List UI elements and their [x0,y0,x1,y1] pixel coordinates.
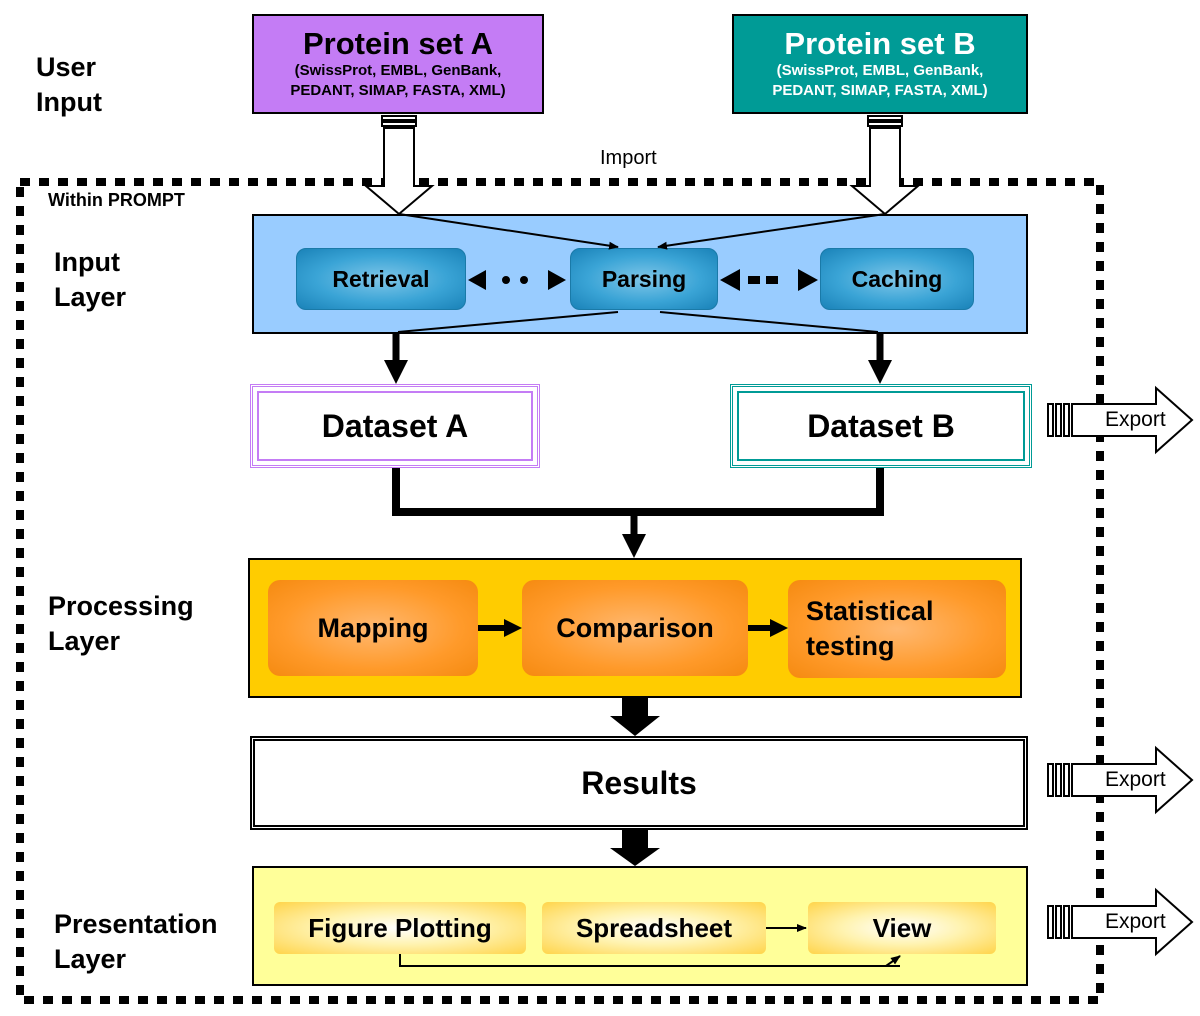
results-to-presentation-arrow [610,830,660,866]
export-label-datasets: Export [1105,408,1166,431]
import-arrow-a [363,115,435,216]
processing-to-results-arrow [610,698,660,736]
presentation-layer-label: Presentation Layer [54,907,218,977]
protein-set-a-formats-line2: PEDANT, SIMAP, FASTA, XML) [290,82,506,99]
import-b-to-parsing-arrow [657,213,886,250]
figure-plotting-to-view-arrowhead [885,955,901,967]
comparison-to-statistical-arrow [748,619,788,637]
merge-to-processing-arrowhead [622,534,646,558]
arrow-to-dataset-b [868,334,892,384]
dataset-b-box: Dataset B [730,384,1032,468]
parsing-to-dataset-a-line [397,311,619,333]
figure-plotting-to-view-line [399,954,900,967]
presentation-layer-label-line2: Layer [54,944,127,974]
export-label-presentation: Export [1105,910,1166,933]
caching-module: Caching [820,248,974,310]
processing-layer-label-line2: Layer [48,626,121,656]
protein-set-a-box: Protein set A (SwissProt, EMBL, GenBank,… [252,14,544,114]
protein-set-a-title: Protein set A [302,26,494,61]
import-a-to-parsing-arrow [398,213,619,250]
presentation-layer-label-line1: Presentation [54,909,218,939]
input-layer-label-line2: Layer [54,282,127,312]
parsing-module: Parsing [570,248,718,310]
comparison-module: Comparison [522,580,748,676]
retrieval-module: Retrieval [296,248,466,310]
mapping-module: Mapping [268,580,478,676]
statistical-testing-line2: testing [806,631,895,661]
datasets-merge-line [392,468,884,516]
dataset-a-box: Dataset A [250,384,540,468]
within-prompt-frame [16,178,1104,1004]
processing-layer-label: Processing Layer [48,589,194,659]
protein-set-b-formats-line1: (SwissProt, EMBL, GenBank, [776,62,984,79]
user-input-label-line1: User [36,52,97,82]
import-arrow-b [849,115,921,216]
arrow-to-dataset-a [384,334,408,384]
mapping-to-comparison-arrow [478,619,522,637]
protein-set-b-box: Protein set B (SwissProt, EMBL, GenBank,… [732,14,1028,114]
view-module: View [808,902,996,954]
user-input-label-line2: Input [36,87,102,117]
parsing-to-dataset-b-line [659,311,879,333]
retrieval-parsing-link [468,270,566,290]
statistical-testing-module: Statistical testing [788,580,1006,678]
export-arrow-presentation [1047,887,1194,957]
statistical-testing-line1: Statistical [806,596,934,626]
input-layer-label-line1: Input [54,247,120,277]
figure-plotting-module: Figure Plotting [274,902,526,954]
export-arrow-results [1047,745,1194,815]
export-label-results: Export [1105,768,1166,791]
protein-set-a-formats-line1: (SwissProt, EMBL, GenBank, [294,62,502,79]
import-label: Import [600,147,657,169]
protein-set-b-formats-line2: PEDANT, SIMAP, FASTA, XML) [772,82,988,99]
protein-set-b-title: Protein set B [784,26,976,61]
parsing-caching-link [720,269,818,291]
input-layer-label: Input Layer [54,245,126,315]
spreadsheet-module: Spreadsheet [542,902,766,954]
user-input-label: User Input [36,50,102,120]
results-box: Results [250,736,1028,830]
processing-layer-label-line1: Processing [48,591,194,621]
within-prompt-label: Within PROMPT [48,190,185,210]
export-arrow-datasets [1047,385,1194,455]
